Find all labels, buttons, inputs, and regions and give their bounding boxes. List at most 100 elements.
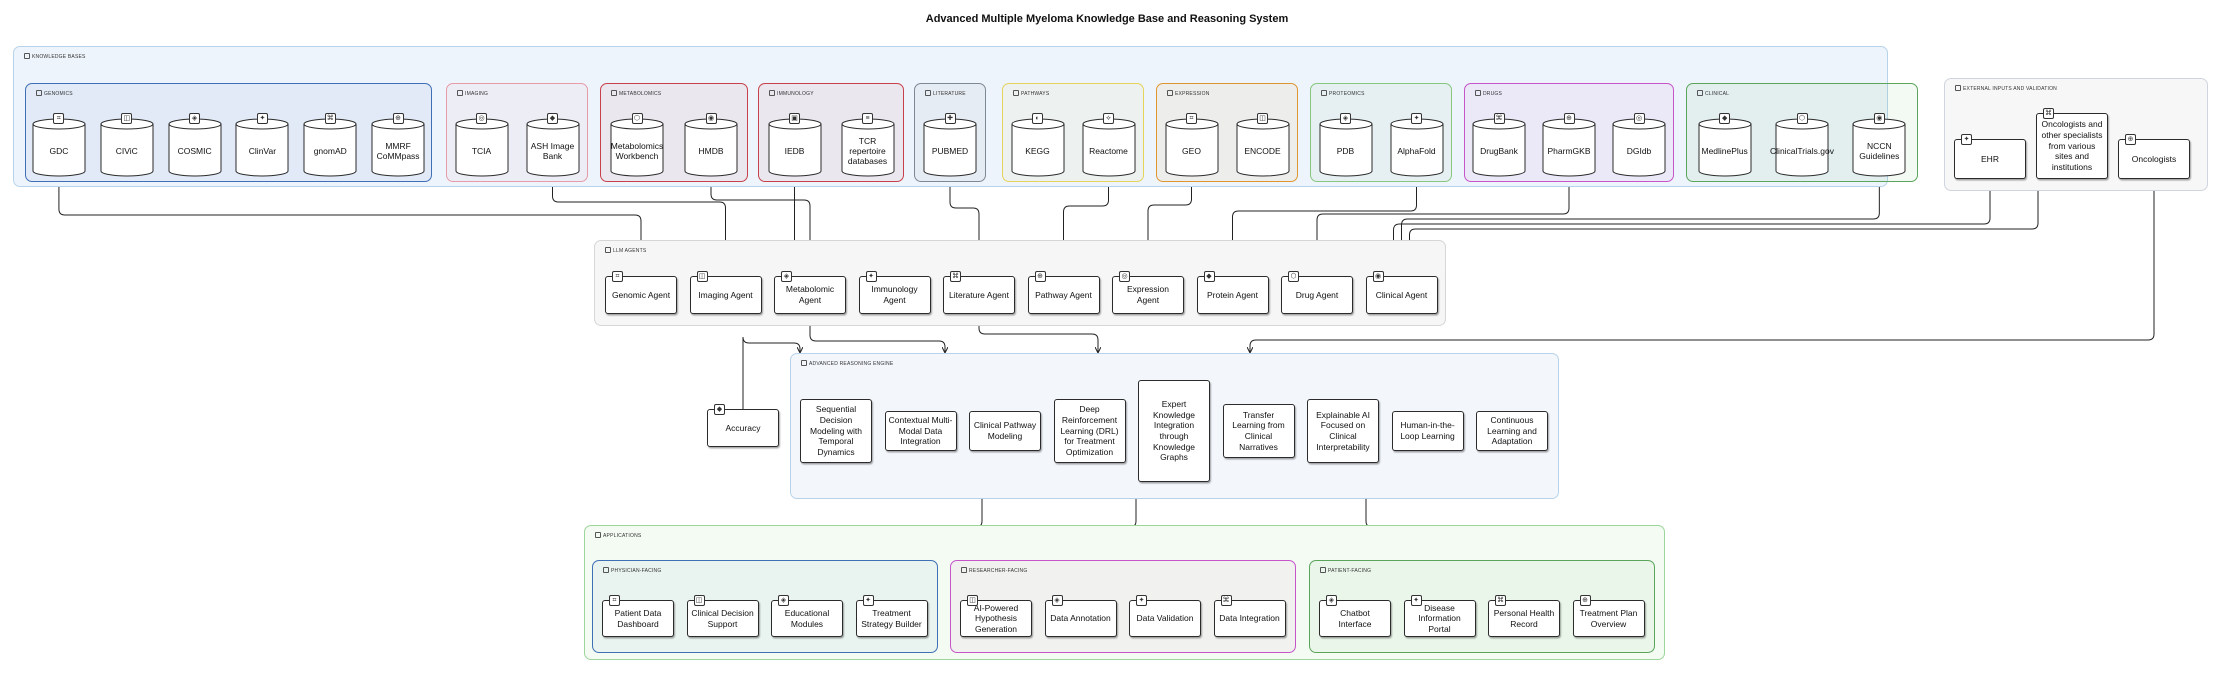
item-icon: ⊕ [2125,134,2136,145]
group-literature-header: LITERATURE [925,90,966,97]
database-label: DGIdb [1626,145,1652,156]
database-ash-image-bank[interactable]: ◆ASH Image Bank [526,113,580,177]
reasoning-deep-reinforcement-learning-drl-for-trea-label: Deep Reinforcement Learning (DRL) for Tr… [1060,404,1119,457]
item-icon: ◈ [1051,595,1063,606]
group-icon [1475,90,1481,96]
app-data-integration-label: Data Integration [1219,613,1280,624]
reasoning-expert-knowledge-integration-through-kno-label: Expert Knowledge Integration through Kno… [1152,399,1196,463]
app-educational-modules[interactable]: Educational Modules◈ [771,595,843,637]
database-gdc[interactable]: ⌗GDC [32,113,86,177]
agent-drug-agent[interactable]: Drug Agent⬡ [1281,271,1353,314]
app-data-annotation[interactable]: Data Annotation◈ [1044,595,1117,637]
agent-clinical-agent-label: Clinical Agent [1375,289,1428,300]
database-mmrf-commpass[interactable]: ⊕MMRF CoMMpass [371,113,425,177]
edge-accuracy-to-reasoning [742,336,800,409]
ehr-node[interactable]: EHR✦ [1954,134,2026,179]
database-tcia[interactable]: ◎TCIA [455,113,509,177]
agent-protein-agent[interactable]: Protein Agent◆ [1196,271,1269,314]
agent-imaging-agent[interactable]: Imaging Agent◫ [689,271,762,314]
reasoning-clinical-pathway-modeling-label: Clinical Pathway Modeling [973,420,1037,441]
reasoning-clinical-pathway-modeling[interactable]: Clinical Pathway Modeling [969,411,1041,451]
database-geo[interactable]: ⌗GEO [1165,113,1219,177]
reasoning-contextual-multi-modal-data-integration[interactable]: Contextual Multi-Modal Data Integration [884,411,957,451]
reasoning-explainable-ai-focused-on-clinical-inter[interactable]: Explainable AI Focused on Clinical Inter… [1307,399,1379,463]
reasoning-transfer-learning-from-clinical-narrativ[interactable]: Transfer Learning from Clinical Narrativ… [1222,404,1295,458]
accuracy-node[interactable]: Accuracy◆ [707,404,779,447]
reasoning-sequential-decision-modeling-with-tempor[interactable]: Sequential Decision Modeling with Tempor… [800,399,872,463]
item-icon: ⬡ [1796,113,1808,124]
database-pdb[interactable]: ◈PDB [1319,113,1373,177]
database-dgidb[interactable]: ◎DGIdb [1612,113,1666,177]
database-kegg[interactable]: ◐KEGG [1011,113,1065,177]
item-icon: ◫ [1257,113,1268,124]
app-data-integration[interactable]: Data Integration⌘ [1213,595,1286,637]
database-hmdb[interactable]: ◉HMDB [684,113,738,177]
reasoning-deep-reinforcement-learning-drl-for-trea[interactable]: Deep Reinforcement Learning (DRL) for Tr… [1053,399,1126,463]
group-genomics-label: GENOMICS [44,91,73,97]
cylinder-shape [1319,118,1372,177]
database-alphafold[interactable]: ✦AlphaFold [1390,113,1444,177]
agent-expression-agent[interactable]: Expression Agent◎ [1112,271,1184,314]
database-clinvar[interactable]: ✦ClinVar [235,113,289,177]
reasoning-continuous-learning-and-adaptation[interactable]: Continuous Learning and Adaptation [1476,411,1548,451]
database-drugbank[interactable]: ⌘DrugBank [1472,113,1526,177]
database-cosmic[interactable]: ◈COSMIC [168,113,222,177]
database-label: ASH Image Bank [530,140,575,161]
edge-reactome-to-agent [1064,176,1109,276]
database-tcr-repertoire-databases[interactable]: ≡TCR repertoire databases [841,113,895,177]
cylinder-shape [1542,118,1596,177]
database-reactome[interactable]: ⟡Reactome [1082,113,1136,177]
cylinder-shape [1011,118,1064,177]
agent-genomic-agent[interactable]: Genomic Agent⌗ [605,271,677,314]
agent-pathway-agent-label: Pathway Agent [1035,289,1092,300]
database-medlineplus[interactable]: ◆MedlinePlus [1698,113,1752,177]
app-ai-powered-hypothesis-generation[interactable]: AI-Powered Hypothesis Generation◫ [960,595,1032,637]
oncologists-node[interactable]: Oncologists⊕ [2118,134,2190,179]
app-patient-data-dashboard[interactable]: Patient Data Dashboard⌗ [602,595,674,637]
group-icon [24,53,30,59]
database-encode[interactable]: ◫ENCODE [1236,113,1290,177]
database-pubmed[interactable]: ✚PUBMED [923,113,977,177]
item-icon: ⊕ [392,113,404,124]
database-nccn-guidelines[interactable]: ◉NCCN Guidelines [1852,113,1906,177]
group-clinical-label: CLINICAL [1705,91,1730,97]
accuracy-node-label: Accuracy [725,422,761,433]
app-data-validation[interactable]: Data Validation✦ [1129,595,1201,637]
edge-geo-to-agent [1148,176,1192,276]
app-treatment-strategy-builder[interactable]: Treatment Strategy Builder✦ [855,595,928,637]
app-clinical-decision-support[interactable]: Clinical Decision Support◫ [686,595,759,637]
group-proteomics-label: PROTEOMICS [1329,91,1365,97]
app-chatbot-interface[interactable]: Chatbot Interface◈ [1319,595,1391,637]
database-pharmgkb[interactable]: ⊕PharmGKB [1542,113,1596,177]
cylinder-shape [1390,118,1443,177]
cylinder-shape [1472,118,1526,177]
database-gnomad[interactable]: ⌘gnomAD [303,113,357,177]
agent-clinical-agent[interactable]: Clinical Agent◉ [1365,271,1438,314]
agent-pathway-agent[interactable]: Pathway Agent⊕ [1027,271,1100,314]
specialists-node[interactable]: Oncologists and other specialists from v… [2036,108,2108,179]
group-immunology-label: IMMUNOLOGY [777,91,814,97]
cylinder-shape [1165,118,1218,177]
group-icon [36,90,42,96]
app-data-validation-label: Data Validation [1136,613,1194,624]
app-disease-information-portal[interactable]: Disease Information Portal✦ [1403,595,1476,637]
agent-immunology-agent[interactable]: Immunology Agent✦ [858,271,931,314]
group-icon [925,90,931,96]
group-genomics: GENOMICS [25,83,432,182]
group-icon [603,567,609,573]
item-icon: ◈ [778,595,789,606]
agent-literature-agent[interactable]: Literature Agent⌘ [943,271,1015,314]
database-civic[interactable]: ◫CIViC [100,113,154,177]
reasoning-human-in-the-loop-learning[interactable]: Human-in-the-Loop Learning [1391,411,1464,451]
app-personal-health-record[interactable]: Personal Health Record⌘ [1488,595,1560,637]
database-label: ClinicalTrials.gov [1770,145,1834,156]
item-icon: ✦ [1410,595,1422,606]
reasoning-expert-knowledge-integration-through-kno[interactable]: Expert Knowledge Integration through Kno… [1138,380,1210,482]
group-reasoning-engine-label: ADVANCED REASONING ENGINE [809,361,894,367]
group-applications-label: APPLICATIONS [603,533,642,539]
database-clinicaltrials-gov[interactable]: ⬡ ClinicalTrials.gov [1770,113,1834,177]
app-treatment-plan-overview[interactable]: Treatment Plan Overview⊕ [1572,595,1645,637]
agent-metabolomic-agent[interactable]: Metabolomic Agent◈ [774,271,846,314]
database-iedb[interactable]: ▣IEDB [768,113,822,177]
database-metabolomics-workbench[interactable]: ⬡Metabolomics Workbench [610,113,664,177]
